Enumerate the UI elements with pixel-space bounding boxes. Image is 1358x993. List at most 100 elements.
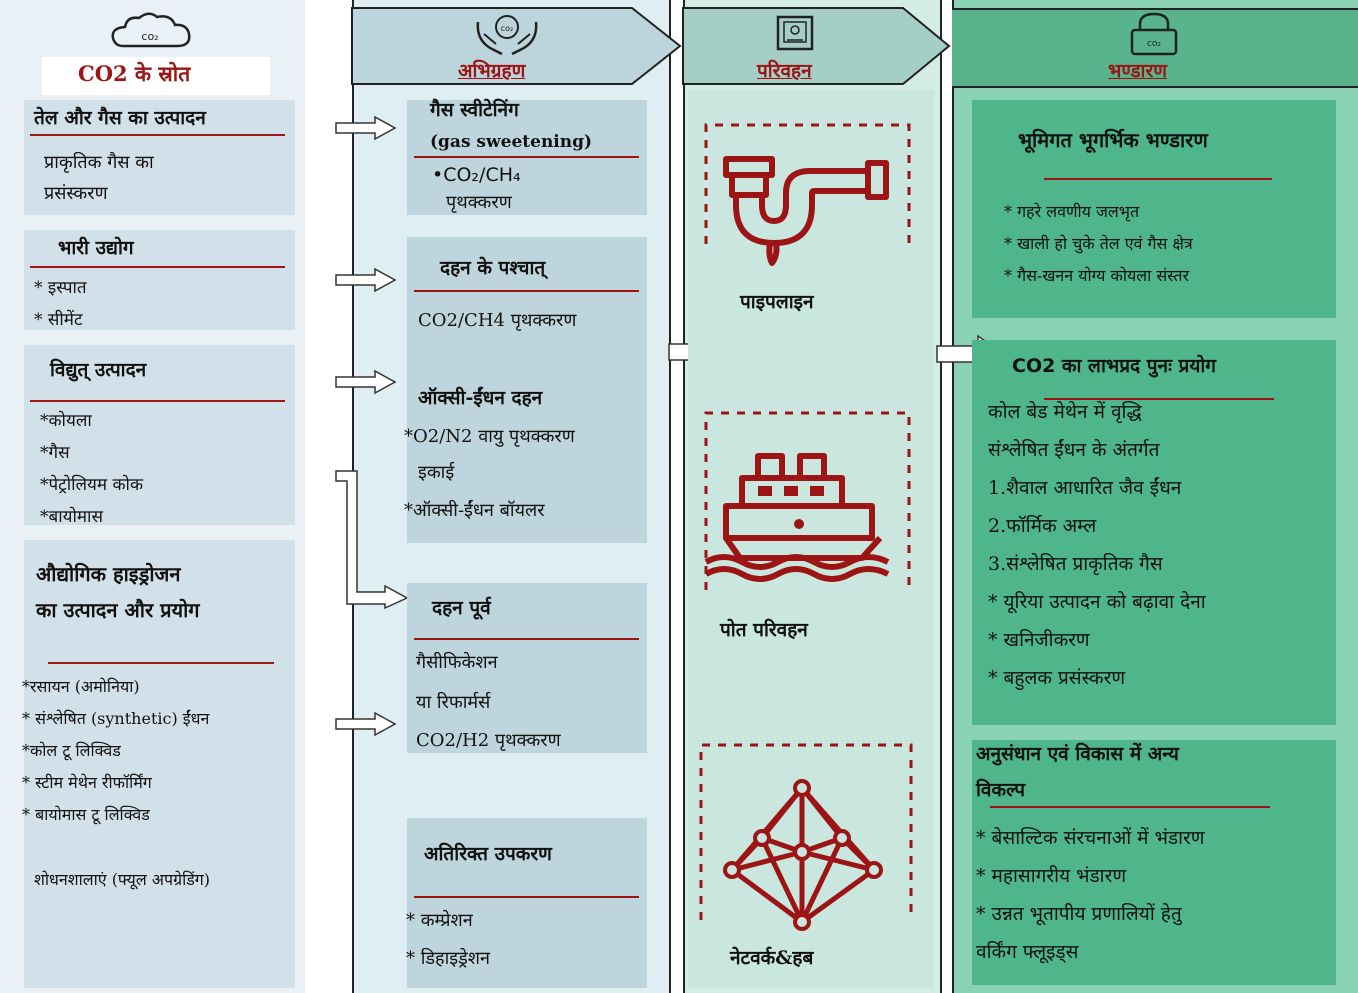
hands-co2-icon: co₂ (476, 15, 538, 56)
divider (414, 896, 639, 898)
source-item: प्राकृतिक गैस का (44, 152, 154, 173)
capture-sweetening-item: •CO₂/CH₄ (432, 164, 521, 186)
svg-text:co₂: co₂ (141, 30, 158, 43)
source-heading-hydrogen-2: का उत्पादन और प्रयोग (36, 598, 200, 622)
capture-post-item: CO2/CH4 पृथक्करण (418, 310, 577, 331)
divider (414, 638, 639, 640)
capture-extra-item: * डिहाइड्रेशन (406, 948, 490, 969)
source-item: * इस्पात (34, 278, 87, 298)
source-item: *गैस (40, 443, 70, 463)
capture-heading-extra: अतिरिक्त उपकरण (424, 843, 552, 865)
storage-heading-reuse: CO2 का लाभप्रद पुनः प्रयोग (1012, 355, 1216, 377)
storage-reuse-item: 1.शैवाल आधारित जैव ईंधन (988, 477, 1182, 499)
storage-geo-item: * खाली हो चुके तेल एवं गैस क्षेत्र (1004, 234, 1193, 253)
dashed-frame (704, 411, 911, 590)
source-item: * संश्लेषित (synthetic) ईंधन (22, 709, 210, 728)
source-box-power (24, 345, 295, 525)
svg-text:co₂: co₂ (1147, 39, 1161, 49)
source-item: *बायोमास (40, 507, 103, 527)
transport-box-icon (776, 15, 814, 51)
divider (414, 290, 639, 292)
source-item: * बायोमास टू लिक्विड (22, 805, 150, 824)
storage-title: भण्डारण (1108, 60, 1167, 82)
divider (1044, 398, 1274, 400)
storage-reuse-item: कोल बेड मेथेन में वृद्धि (988, 401, 1142, 423)
divider (990, 806, 1270, 808)
capture-post-item: *ऑक्सी-ईंधन बॉयलर (404, 500, 545, 521)
capture-box-extra (407, 818, 647, 988)
divider (48, 662, 274, 664)
source-item: शोधनशालाएं (फ्यूल अपग्रेडिंग) (34, 870, 211, 889)
ship-icon (704, 453, 890, 582)
capture-header-arrow (351, 7, 682, 85)
storage-reuse-item: 3.संश्लेषित प्राकृतिक गैस (988, 553, 1163, 575)
storage-geo-item: * गहरे लवणीय जलभृत (1004, 202, 1140, 221)
storage-rnd-item: * बेसाल्टिक संरचनाओं में भंडारण (976, 827, 1205, 849)
capture-heading-post: दहन के पश्चात् (440, 257, 546, 279)
divider (414, 156, 639, 158)
sources-header (42, 57, 270, 95)
capture-heading-oxyfuel: ऑक्सी-ईंधन दहन (418, 387, 543, 409)
capture-pre-item: CO2/H2 पृथक्करण (416, 730, 561, 751)
divider (30, 400, 285, 402)
capture-extra-item: * कम्प्रेशन (406, 910, 473, 931)
storage-header (952, 8, 1358, 88)
capture-sweetening-sub: (gas sweetening) (430, 132, 593, 152)
capture-pre-item: गैसीफिकेशन (416, 652, 498, 673)
source-heading-heavy-industry: भारी उद्योग (58, 237, 134, 259)
capture-box-post (407, 237, 647, 543)
capture-sweetening-item: पृथक्करण (446, 192, 512, 213)
capture-pre-item: या रिफार्मर्स (416, 692, 491, 713)
capture-heading-sweetening: गैस स्वीटेनिंग (430, 99, 519, 121)
storage-rnd-item: वर्किंग फ्लूइड्स (976, 941, 1079, 963)
storage-rnd-item: * महासागरीय भंडारण (976, 865, 1127, 887)
source-item: *रसायन (अमोनिया) (22, 677, 140, 696)
transport-title: परिवहन (757, 60, 812, 82)
transport-header-arrow (682, 7, 951, 85)
co2-cloud-icon: co₂ (111, 12, 191, 48)
network-icon (723, 779, 883, 931)
transport-mode-ship: पोत परिवहन (720, 619, 808, 641)
storage-box-geological (972, 100, 1336, 318)
storage-reuse-item: संश्लेषित ईंधन के अंतर्गत (988, 439, 1160, 461)
capture-post-item: *O2/N2 वायु पृथक्करण (404, 426, 575, 447)
source-heading-oil-gas: तेल और गैस का उत्पादन (34, 107, 206, 129)
arrow-icon (335, 711, 397, 737)
capture-title: अभिग्रहण (458, 60, 526, 82)
storage-reuse-item: * यूरिया उत्पादन को बढ़ावा देना (988, 591, 1206, 613)
pipeline-icon (723, 156, 889, 266)
storage-reuse-item: * बहुलक प्रसंस्करण (988, 667, 1126, 689)
storage-heading-geological: भूमिगत भूगर्भिक भण्डारण (1018, 128, 1208, 152)
capture-post-item: इकाई (418, 462, 455, 483)
lock-co2-icon: co₂ (1130, 12, 1178, 56)
source-heading-power: विद्युत् उत्पादन (50, 359, 147, 381)
source-box-oil-gas (24, 100, 295, 215)
storage-heading-rnd-2: विकल्प (976, 779, 1026, 801)
capture-heading-pre: दहन पूर्व (432, 597, 491, 619)
source-item: * सीमेंट (34, 310, 83, 330)
source-item: * स्टीम मेथेन रीफॉर्मिंग (22, 773, 152, 792)
arrow-icon (335, 267, 397, 293)
storage-heading-rnd-1: अनुसंधान एवं विकास में अन्य (976, 743, 1179, 765)
storage-geo-item: * गैस-खनन योग्य कोयला संस्तर (1004, 266, 1190, 285)
source-item: प्रसंस्करण (44, 183, 108, 204)
svg-text:co₂: co₂ (501, 24, 514, 33)
transport-mode-network: नेटवर्क&हब (730, 947, 814, 969)
divider (30, 266, 285, 268)
dashed-frame (699, 743, 913, 920)
source-box-hydrogen (24, 540, 295, 988)
transport-mode-pipeline: पाइपलाइन (740, 291, 814, 313)
storage-box-reuse (972, 340, 1336, 725)
capture-box-pre (407, 583, 647, 753)
storage-reuse-item: 2.फॉर्मिक अम्ल (988, 515, 1097, 537)
source-item: *कोल टू लिक्विड (22, 741, 121, 760)
source-item: *कोयला (40, 411, 92, 431)
storage-reuse-item: * खनिजीकरण (988, 629, 1090, 651)
source-item: *पेट्रोलियम कोक (40, 475, 144, 495)
storage-rnd-item: * उन्नत भूतापीय प्रणालियों हेतु (976, 903, 1182, 925)
source-box-heavy-industry (24, 230, 295, 330)
divider (1044, 178, 1272, 180)
arrow-icon (335, 115, 397, 141)
divider (30, 134, 285, 136)
arrow-icon (335, 369, 397, 395)
